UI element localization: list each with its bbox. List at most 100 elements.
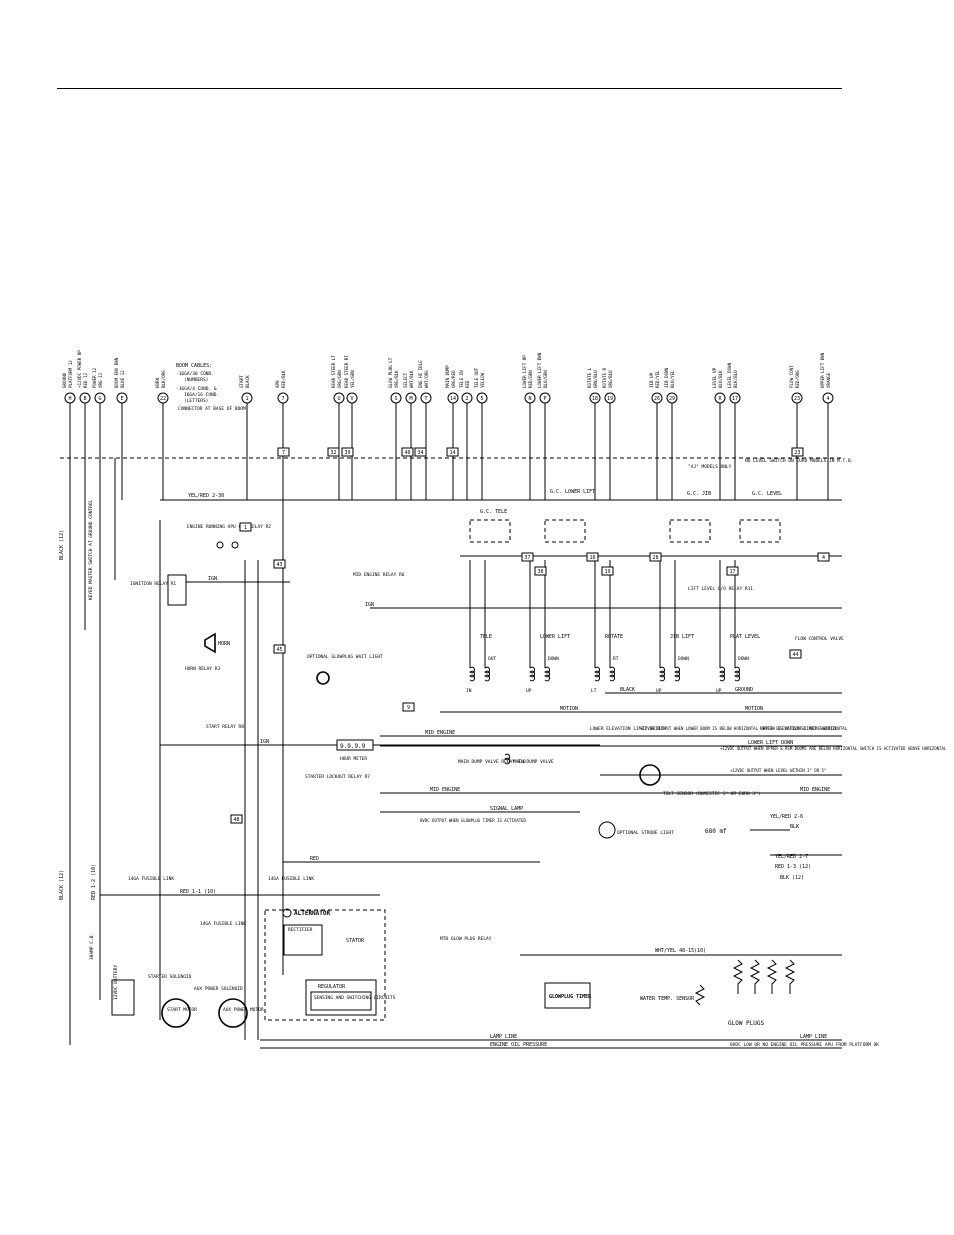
connector-S-label: GLOW PLUG LT bbox=[388, 357, 393, 388]
svg-text:+12VDC OUTPUT WHEN LEVEL WITHI: +12VDC OUTPUT WHEN LEVEL WITHIN 3° OR 5° bbox=[730, 768, 826, 773]
connector-14-label: MAIN DUMP bbox=[445, 365, 450, 388]
svg-text:IGN: IGN bbox=[365, 602, 374, 608]
svg-text:RED: RED bbox=[310, 856, 319, 862]
svg-text:SIGNAL LAMP: SIGNAL LAMP bbox=[490, 806, 523, 812]
connector-17-label: BLK/BLU bbox=[733, 370, 738, 388]
connector-1-label: BLACK bbox=[245, 375, 250, 388]
connector-E-label: BOOM ENV DWN bbox=[114, 357, 119, 388]
wire-tag-23: 23 bbox=[791, 447, 804, 457]
svg-text:38: 38 bbox=[537, 569, 543, 575]
connector-18-id: 18 bbox=[592, 396, 598, 402]
svg-text:14: 14 bbox=[449, 450, 455, 456]
svg-text:DOWN: DOWN bbox=[738, 656, 749, 662]
svg-text:RT: RT bbox=[613, 656, 619, 662]
connector-2-label: TELE IN bbox=[459, 370, 464, 388]
connector-H-label: GROUND bbox=[62, 372, 67, 388]
connector-14-label: ORG/RED bbox=[451, 370, 456, 388]
svg-text:LAMP LINE: LAMP LINE bbox=[490, 1034, 517, 1040]
connector-N-id: N bbox=[528, 396, 531, 402]
svg-text:GLOW PLUGS: GLOW PLUGS bbox=[728, 1020, 765, 1027]
svg-text:ENGINE RUNNING APU C/O RELAY R: ENGINE RUNNING APU C/O RELAY R2 bbox=[187, 524, 271, 530]
wire-tag-45: 45 bbox=[273, 644, 286, 654]
svg-text:ENGINE OIL PRESSURE: ENGINE OIL PRESSURE bbox=[490, 1042, 547, 1048]
svg-text:MAIN DUMP VALVE RELAY R10: MAIN DUMP VALVE RELAY R10 bbox=[458, 759, 526, 765]
connector-22-label: HORN bbox=[155, 377, 160, 388]
svg-text:LT: LT bbox=[591, 688, 597, 694]
tilt-sensor-symbol bbox=[639, 764, 661, 786]
svg-text:44: 44 bbox=[792, 652, 798, 658]
svg-text:IGN: IGN bbox=[208, 576, 217, 582]
svg-text:680 mf: 680 mf bbox=[705, 828, 727, 835]
svg-text:MID ENGINE RELAY R6: MID ENGINE RELAY R6 bbox=[353, 572, 405, 578]
connector-23-id: 23 bbox=[794, 396, 800, 402]
svg-text:JIB LIFT: JIB LIFT bbox=[670, 634, 694, 640]
connector-14-id: 14 bbox=[450, 396, 456, 402]
header-rule bbox=[57, 88, 842, 89]
alternator-block: ALTERNATOR RECTIFIER STATOR REGULATOR SE… bbox=[264, 908, 396, 1021]
connector-N-label: RED/GRN bbox=[528, 370, 533, 388]
connector-G-id: G bbox=[98, 396, 101, 402]
svg-text:0VDC OUTPUT WHEN GLOWPLUG TIME: 0VDC OUTPUT WHEN GLOWPLUG TIMER IS ACTIV… bbox=[420, 818, 527, 823]
svg-text:OPTIONAL STROBE LIGHT: OPTIONAL STROBE LIGHT bbox=[617, 830, 674, 836]
svg-text:37: 37 bbox=[524, 555, 530, 561]
wire-tag-40: 40 bbox=[401, 447, 414, 457]
connector-17-id: 17 bbox=[732, 396, 738, 402]
center-components: MAIN DUMP VALVE RELAY R10 MAIN DUMP VALV… bbox=[420, 726, 947, 881]
aux-motor-symbol bbox=[218, 998, 248, 1028]
svg-text:YEL/RED 2-7: YEL/RED 2-7 bbox=[775, 854, 808, 860]
connector-N-label: LOWER LIFT UP bbox=[522, 355, 527, 388]
svg-text:+12VDC OUTPUT WHEN LOWER BOOM: +12VDC OUTPUT WHEN LOWER BOOM IS BELOW H… bbox=[640, 726, 848, 731]
svg-text:STATOR: STATOR bbox=[346, 938, 365, 944]
svg-text:9: 9 bbox=[407, 705, 410, 711]
start-motor-symbol bbox=[161, 998, 191, 1028]
glow-plug-group bbox=[732, 959, 796, 994]
connector-P-label: LOWER LIFT DWN bbox=[537, 352, 542, 388]
svg-text:UPPER ELEVATION LIMIT SWITCH: UPPER ELEVATION LIMIT SWITCH bbox=[760, 726, 836, 732]
connector-2-id: 2 bbox=[465, 396, 468, 402]
connector-R-label: BLU/BLK bbox=[718, 370, 723, 388]
connector-22-label: BLK/ORG bbox=[161, 370, 166, 388]
connector-22-id: 22 bbox=[160, 396, 166, 402]
boom-cable-note: BOOM CABLES: -16GA/30 COND. (NUMBERS) -1… bbox=[176, 363, 246, 412]
svg-text:IGN: IGN bbox=[260, 739, 269, 745]
connector-5-label: TELE OUT bbox=[474, 367, 479, 388]
wire-tag-4: 4 bbox=[817, 552, 830, 562]
glowplug-section: MTB GLOW PLUG RELAY GLOWPLUG TIMER WATER… bbox=[440, 936, 842, 1027]
svg-text:AUX POWER MOTOR: AUX POWER MOTOR bbox=[223, 1007, 264, 1013]
svg-text:ROTATE: ROTATE bbox=[605, 634, 623, 640]
connector-B-label: RED 12 bbox=[83, 372, 88, 388]
connector-V-id: V bbox=[350, 396, 353, 402]
connector-1-id: 1 bbox=[245, 396, 248, 402]
svg-text:UP: UP bbox=[656, 688, 662, 694]
connector-5-id: 5 bbox=[480, 396, 483, 402]
svg-text:LOWER ELEVATION LIMIT SWITCH: LOWER ELEVATION LIMIT SWITCH bbox=[590, 726, 666, 732]
svg-text:(NUMBERS): (NUMBERS) bbox=[184, 377, 208, 383]
svg-text:YEL/RED 2-6: YEL/RED 2-6 bbox=[770, 814, 803, 820]
svg-text:PLAT LEVEL: PLAT LEVEL bbox=[730, 634, 760, 640]
connector-29-id: 29 bbox=[669, 396, 675, 402]
left-relays: IGNITION RELAY R1 ENGINE RUNNING APU C/O… bbox=[130, 524, 405, 780]
svg-text:1: 1 bbox=[244, 525, 247, 531]
svg-text:14GA FUSIBLE LINK: 14GA FUSIBLE LINK bbox=[128, 876, 174, 882]
wire-tag-1: 1 bbox=[239, 522, 252, 532]
glow-plug-icon bbox=[784, 959, 796, 994]
boom-cable-title: BOOM CABLES: bbox=[176, 363, 212, 369]
connector-R-label: LEVEL UP bbox=[712, 367, 717, 388]
wire-tag-14: 14 bbox=[446, 447, 459, 457]
svg-text:FLOW CONTROL VALVE: FLOW CONTROL VALVE bbox=[795, 636, 844, 642]
connector-4-label: UPPER LIFT DWN bbox=[820, 352, 825, 388]
connector-V-label: YEL/GRN bbox=[350, 370, 355, 388]
svg-text:DOWN: DOWN bbox=[678, 656, 689, 662]
connector-H-label: PLATFORM 12 bbox=[68, 360, 73, 388]
connector-29-label: BLU/YEL bbox=[670, 370, 675, 388]
connector-H-id: H bbox=[68, 396, 71, 402]
glow-plug-icon bbox=[766, 959, 778, 994]
battery-box bbox=[111, 979, 135, 1016]
connector-2-label: RED bbox=[465, 380, 470, 388]
left-side-wires: BLACK (12) RED 1-2 (10) BLACK (12) KEYED… bbox=[59, 458, 284, 1045]
bus-lines: YEL/RED 2-30 IGN MOTION MOTION MID ENGIN… bbox=[160, 493, 879, 1049]
ground-control-switches: G.C. TELE G.C. LOWER LIFT G.C. JIB G.C. … bbox=[365, 458, 853, 642]
